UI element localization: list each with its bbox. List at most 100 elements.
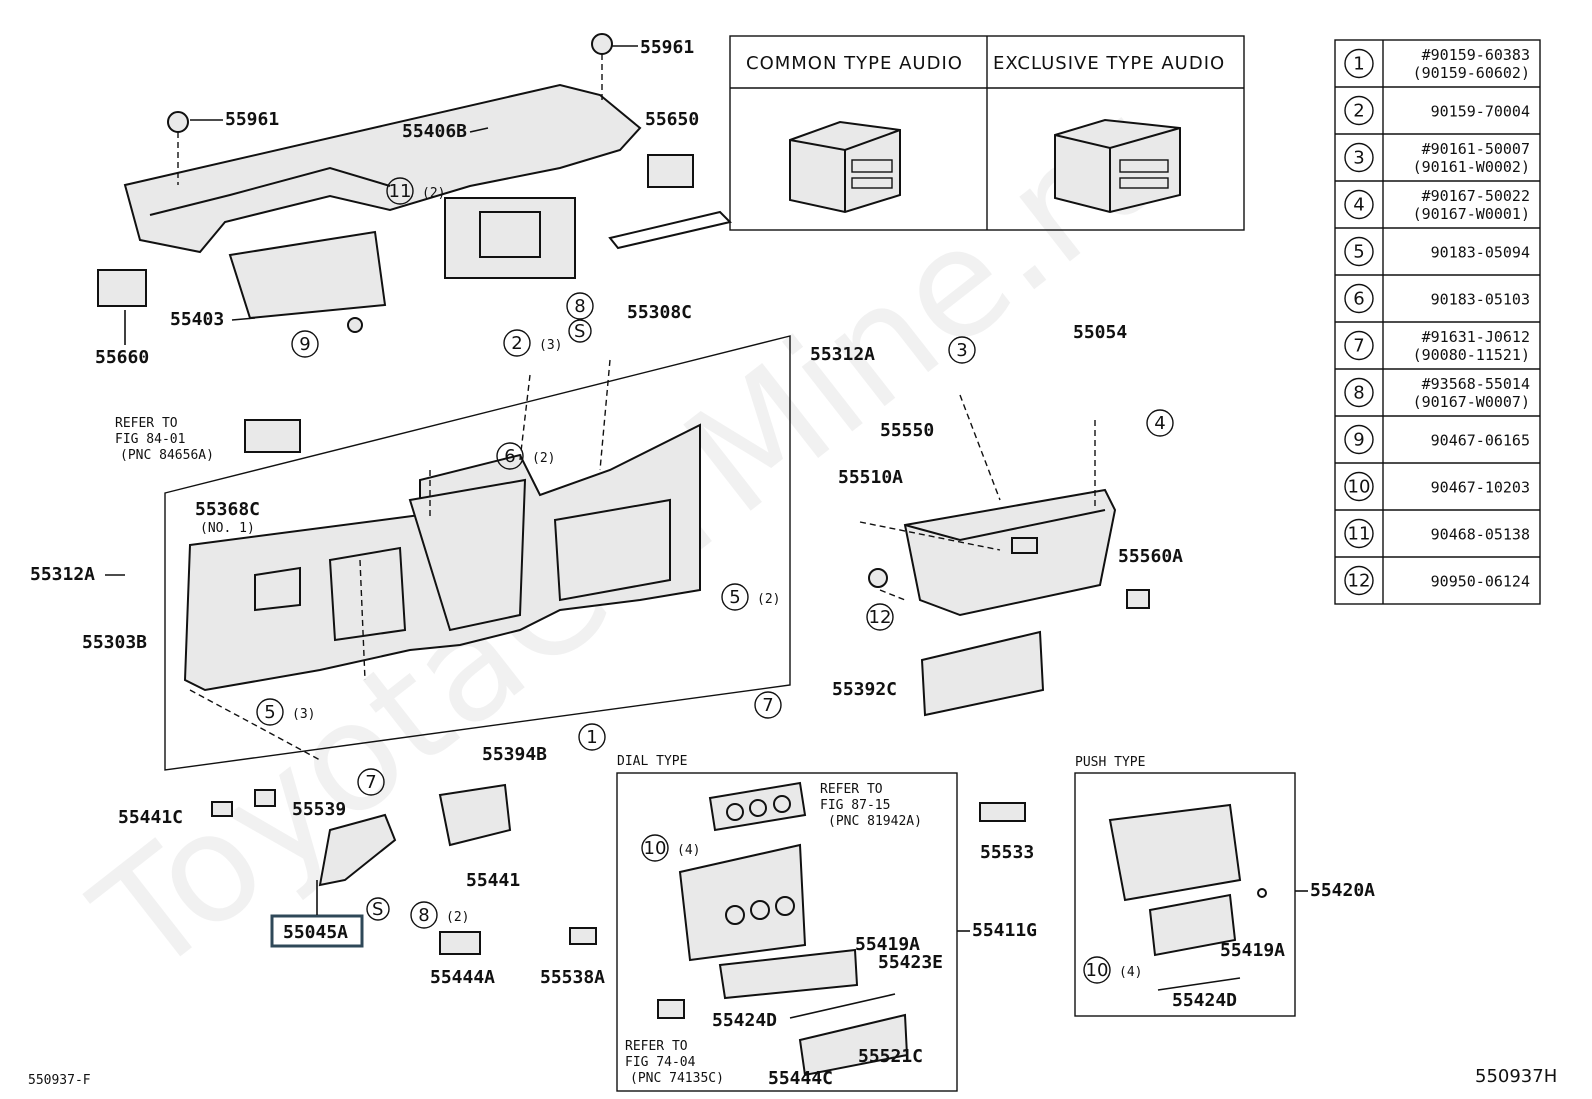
push-type-title: PUSH TYPE [1075, 755, 1145, 770]
part-label-55533: 55533 [980, 842, 1034, 863]
part-label-55420a: 55420A [1310, 880, 1375, 901]
callout-qty: (2) [446, 910, 469, 925]
fastener-num: 4 [1353, 195, 1364, 216]
callout-circle [1146, 409, 1174, 437]
reference-notes: REFER TO FIG 84-01 (PNC 84656A) REFER TO… [115, 416, 922, 1086]
callout-qty: (4) [677, 843, 700, 858]
callout-number: 9 [299, 334, 310, 355]
part-label-55392c: 55392C [832, 679, 897, 700]
fastener-num-circle [1344, 330, 1374, 361]
fastener-num-circle [1344, 142, 1374, 173]
fastener-alt-part-no: (90167-W0001) [1413, 205, 1530, 223]
s-mark: S [574, 321, 585, 342]
callout-circle [566, 292, 594, 320]
fastener-part-no: 90468-05138 [1431, 526, 1530, 544]
part-label-55406b: 55406B [402, 121, 467, 142]
callout-circle [754, 691, 782, 719]
fastener-num-circle [1344, 95, 1374, 126]
callout-number: 10 [1086, 960, 1109, 981]
fastener-num: 8 [1353, 383, 1364, 404]
callout-circle [291, 330, 319, 358]
fastener-num: 11 [1348, 524, 1371, 545]
callout-qty: (4) [1119, 965, 1142, 980]
callout-circle [386, 177, 414, 205]
callout-circle [948, 336, 976, 364]
part-label-55660: 55660 [95, 347, 149, 368]
fastener-num: 9 [1353, 430, 1364, 451]
part-label-55539: 55539 [292, 799, 346, 820]
part-label-55424d: 55424D [1172, 990, 1237, 1011]
fastener-alt-part-no: (90080-11521) [1413, 346, 1530, 364]
fastener-part-no: #93568-55014 [1422, 375, 1530, 393]
push-type-box: PUSH TYPE [1074, 755, 1296, 1017]
fastener-num: 1 [1353, 54, 1364, 75]
ref-note-line: (PNC 84656A) [120, 448, 214, 463]
fastener-num: 6 [1353, 289, 1364, 310]
part-label-55419a: 55419A [1220, 940, 1285, 961]
part-label-55441: 55441 [466, 870, 520, 891]
fastener-num: 7 [1353, 336, 1364, 357]
fastener-num-circle [1344, 48, 1374, 79]
part-label-55045a[interactable]: 55045A [283, 922, 348, 943]
callout-circle [721, 583, 749, 611]
callout-number: 3 [956, 340, 967, 361]
fastener-num-circle [1344, 424, 1374, 455]
part-label-55312a: 55312A [30, 564, 95, 585]
part-label-55560a: 55560A [1118, 546, 1183, 567]
exclusive-audio-unit-drawing [1054, 118, 1181, 214]
callout-qty: (3) [292, 707, 315, 722]
callout-qty: (2) [532, 451, 555, 466]
callout-number: 11 [389, 181, 412, 202]
fastener-num: 12 [1348, 571, 1371, 592]
part-label-55312a: 55312A [810, 344, 875, 365]
highlight-box [270, 914, 364, 948]
fastener-part-no: #91631-J0612 [1422, 328, 1530, 346]
fastener-num: 5 [1353, 242, 1364, 263]
callout-number: 5 [264, 702, 275, 723]
exclusive-audio-label: EXCLUSIVE TYPE AUDIO [993, 53, 1225, 74]
callout-circle [410, 901, 438, 929]
part-label-55538a: 55538A [540, 967, 605, 988]
fastener-part-no: #90161-50007 [1422, 140, 1530, 158]
fastener-callouts: 11(2)982(3)6(2)345(2)75(3)17128(2)10(4)1… [256, 177, 1174, 984]
callout-number: 10 [644, 838, 667, 859]
fastener-num-circle [1344, 518, 1374, 549]
fastener-part-no: 90183-05094 [1431, 244, 1530, 262]
callout-qty: (2) [422, 186, 445, 201]
fastener-part-no: 90159-70004 [1431, 103, 1530, 121]
callout-number: 8 [418, 905, 429, 926]
lower-panel-drawing [164, 335, 1150, 955]
callout-number: 1 [586, 727, 597, 748]
fastener-num-circle [1344, 565, 1374, 596]
callout-circle [1083, 956, 1111, 984]
part-label-55403: 55403 [170, 309, 224, 330]
callout-qty: (2) [757, 592, 780, 607]
part-label-55961: 55961 [225, 109, 279, 130]
part-label-55510a: 55510A [838, 467, 903, 488]
dial-type-title: DIAL TYPE [617, 754, 687, 769]
part-label-55394b: 55394B [482, 744, 547, 765]
fastener-part-no: 90183-05103 [1431, 291, 1530, 309]
part-label-55444c: 55444C [768, 1068, 833, 1089]
callout-number: 5 [729, 587, 740, 608]
fastener-num: 3 [1353, 148, 1364, 169]
callout-number: 6 [504, 446, 515, 467]
part-label-55550: 55550 [880, 420, 934, 441]
figure-id-left: 550937-F [28, 1073, 91, 1088]
callout-number: 7 [762, 695, 773, 716]
part-label-55423e: 55423E [878, 952, 943, 973]
part-label-55303b: 55303B [82, 632, 147, 653]
callout-circle [578, 723, 606, 751]
ref-note-line: FIG 84-01 [115, 432, 185, 447]
ref-note-line: (PNC 74135C) [630, 1071, 724, 1086]
callout-number: 12 [869, 607, 892, 628]
callout-number: 4 [1154, 413, 1165, 434]
callout-circle [357, 768, 385, 796]
callout-number: 8 [574, 296, 585, 317]
fastener-num-circle [1344, 377, 1374, 408]
audio-type-box: COMMON TYPE AUDIO EXCLUSIVE TYPE AUDIO [729, 35, 1245, 231]
figure-id-right: 550937H [1475, 1066, 1557, 1087]
part-label-55419a: 55419A [855, 934, 920, 955]
